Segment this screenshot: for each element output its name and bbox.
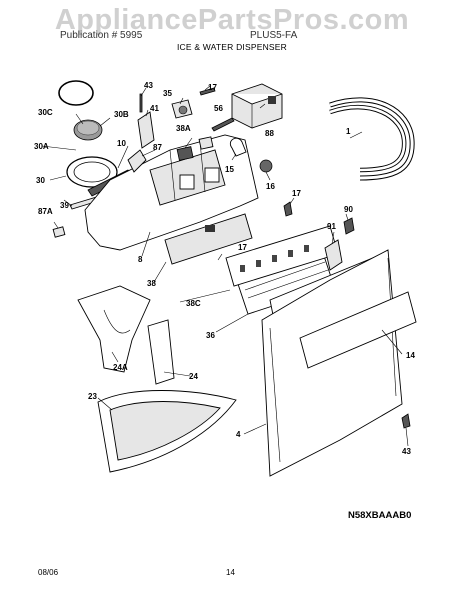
part-87a-clip bbox=[52, 226, 66, 238]
part-17-screw bbox=[199, 87, 216, 96]
callout-24a: 24A bbox=[113, 363, 128, 372]
callout-43-bottom: 43 bbox=[402, 447, 411, 456]
part-30c-ring bbox=[58, 80, 94, 106]
callout-30a: 30A bbox=[34, 142, 49, 151]
part-41-bracket bbox=[137, 111, 155, 149]
part-43-screw-bottom bbox=[401, 413, 411, 429]
part-16-socket bbox=[259, 159, 273, 173]
callout-36: 36 bbox=[206, 331, 215, 340]
callout-17-top: 17 bbox=[208, 83, 217, 92]
callout-8: 8 bbox=[138, 255, 143, 264]
part-91-bracket bbox=[324, 239, 343, 271]
callout-4: 4 bbox=[236, 430, 241, 439]
callout-17-mid: 17 bbox=[292, 189, 301, 198]
callout-88: 88 bbox=[265, 129, 274, 138]
footer-page-number: 14 bbox=[226, 568, 235, 577]
part-88-solenoid bbox=[231, 83, 283, 129]
part-56-pin bbox=[211, 117, 235, 132]
callout-30c: 30C bbox=[38, 108, 53, 117]
callout-1: 1 bbox=[346, 127, 351, 136]
diagram-title: ICE & WATER DISPENSER bbox=[177, 42, 287, 52]
part-38a-switch bbox=[176, 146, 194, 161]
part-4-frame bbox=[261, 249, 403, 477]
part-87-bracket bbox=[127, 149, 147, 173]
callout-38: 38 bbox=[147, 279, 156, 288]
callout-91: 91 bbox=[327, 222, 336, 231]
callout-56: 56 bbox=[214, 104, 223, 113]
callout-17-lower: 17 bbox=[238, 243, 247, 252]
part-14-cover bbox=[299, 291, 417, 369]
callout-87: 87 bbox=[153, 143, 162, 152]
callout-43-top: 43 bbox=[144, 81, 153, 90]
part-90-clip bbox=[343, 217, 355, 235]
part-24-door bbox=[147, 319, 175, 385]
model-code: PLUS5-FA bbox=[250, 30, 298, 41]
publication-number: Publication # 5995 bbox=[60, 30, 143, 41]
callout-39: 39 bbox=[60, 201, 69, 210]
callout-16: 16 bbox=[266, 182, 275, 191]
callout-35: 35 bbox=[163, 89, 172, 98]
part-1-tube bbox=[329, 97, 415, 181]
callout-38a: 38A bbox=[176, 124, 191, 133]
diagram-code: N58XBAAAB0 bbox=[348, 510, 412, 521]
part-15-bulb bbox=[230, 137, 247, 157]
callout-90: 90 bbox=[344, 205, 353, 214]
callout-38c: 38C bbox=[186, 299, 201, 308]
callout-87a: 87A bbox=[38, 207, 53, 216]
callout-23: 23 bbox=[88, 392, 97, 401]
part-43-screw bbox=[139, 93, 143, 113]
callout-41: 41 bbox=[150, 104, 159, 113]
watermark: AppliancePartsPros.com bbox=[54, 4, 410, 36]
callout-14: 14 bbox=[406, 351, 415, 360]
part-24a-chute bbox=[77, 285, 151, 373]
callout-10: 10 bbox=[117, 139, 126, 148]
callout-30: 30 bbox=[36, 176, 45, 185]
callout-24: 24 bbox=[189, 372, 198, 381]
callout-15: 15 bbox=[225, 165, 234, 174]
callout-30b: 30B bbox=[114, 110, 129, 119]
footer-date: 08/06 bbox=[38, 568, 59, 577]
part-38-board bbox=[164, 213, 253, 265]
